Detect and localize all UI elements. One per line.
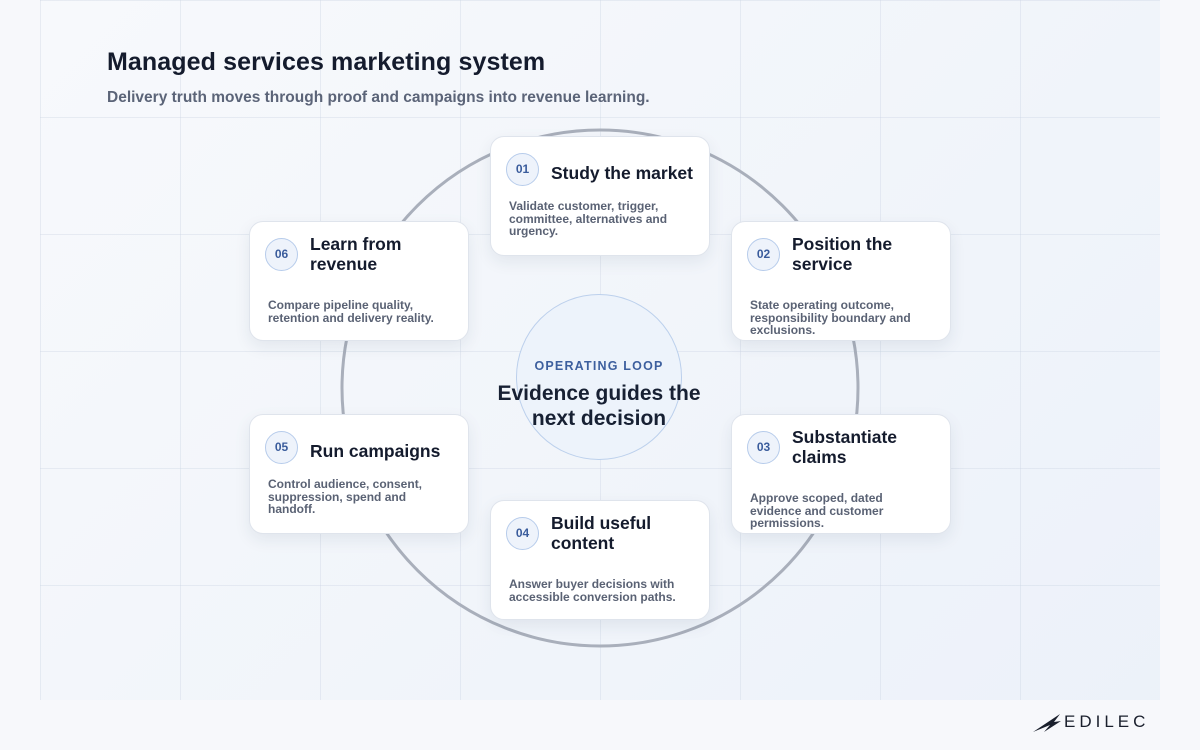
step-number-badge: 04 [506,517,539,550]
step-title: Study the market [551,163,693,183]
step-card-05: 05 Run campaigns Control audience, conse… [249,414,469,534]
step-card-06: 06 Learn from revenue Compare pipeline q… [249,221,469,341]
step-card-04: 04 Build useful content Answer buyer dec… [490,500,710,620]
center-headline: Evidence guides the next decision [497,382,701,430]
step-card-03: 03 Substantiate claims Approve scoped, d… [731,414,951,534]
step-description: Compare pipeline quality, retention and … [268,298,434,325]
step-number-badge: 02 [747,238,780,271]
step-number-badge: 06 [265,238,298,271]
step-number-badge: 01 [506,153,539,186]
brand-wordmark: EDILEC [1064,712,1150,731]
step-title: Learn from revenue [310,234,402,274]
step-description: Answer buyer decisions with accessible c… [509,577,676,604]
step-description: Validate customer, trigger, committee, a… [509,199,668,238]
step-title: Substantiate claims [792,427,898,467]
step-card-01: 01 Study the market Validate customer, t… [490,136,710,256]
step-description: Approve scoped, dated evidence and custo… [750,491,884,530]
page-title: Managed services marketing system [107,48,546,76]
center-eyebrow: OPERATING LOOP [534,359,664,373]
step-card-02: 02 Position the service State operating … [731,221,951,341]
step-description: Control audience, consent, suppression, … [268,477,423,516]
page-subtitle: Delivery truth moves through proof and c… [107,89,650,106]
step-description: State operating outcome, responsibility … [750,298,911,337]
step-number-badge: 05 [265,431,298,464]
step-title: Build useful content [551,513,652,553]
center-hub: OPERATING LOOP Evidence guides the next … [497,294,701,460]
step-number-badge: 03 [747,431,780,464]
edilec-wing-icon [1033,714,1061,732]
step-title: Position the service [792,234,893,274]
step-title: Run campaigns [310,441,441,461]
